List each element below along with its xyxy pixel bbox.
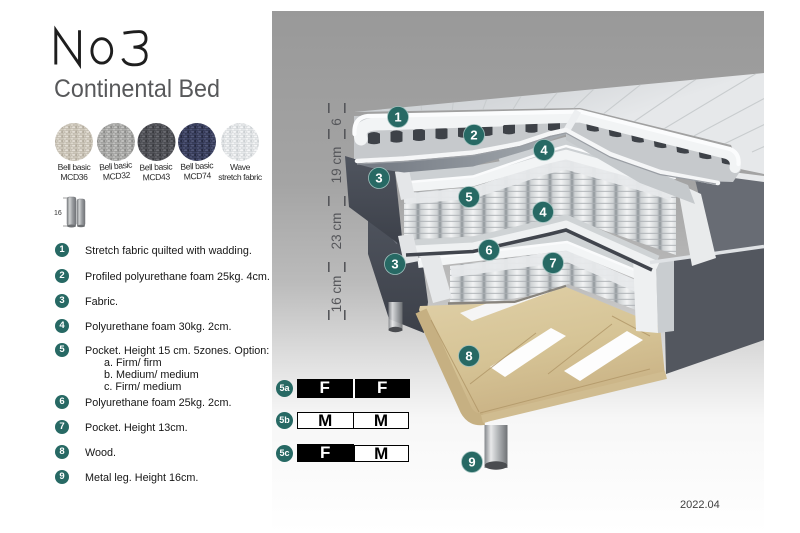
svg-text:7: 7 bbox=[549, 256, 556, 271]
svg-text:2022.04: 2022.04 bbox=[680, 499, 720, 511]
svg-text:5: 5 bbox=[465, 190, 472, 205]
svg-text:2: 2 bbox=[470, 128, 477, 143]
svg-text:16 cm: 16 cm bbox=[329, 276, 344, 313]
svg-text:6: 6 bbox=[329, 118, 344, 126]
svg-text:1: 1 bbox=[394, 110, 401, 125]
svg-text:3: 3 bbox=[391, 257, 398, 272]
svg-text:4: 4 bbox=[539, 205, 547, 220]
svg-text:16: 16 bbox=[54, 210, 62, 217]
svg-text:4: 4 bbox=[540, 143, 548, 158]
svg-text:Continental Bed: Continental Bed bbox=[54, 75, 220, 103]
svg-text:9: 9 bbox=[468, 455, 475, 470]
svg-text:6: 6 bbox=[485, 243, 492, 258]
svg-text:3: 3 bbox=[375, 171, 382, 186]
svg-text:19 cm: 19 cm bbox=[329, 147, 344, 184]
svg-text:23 cm: 23 cm bbox=[329, 213, 344, 250]
svg-text:8: 8 bbox=[465, 349, 472, 364]
